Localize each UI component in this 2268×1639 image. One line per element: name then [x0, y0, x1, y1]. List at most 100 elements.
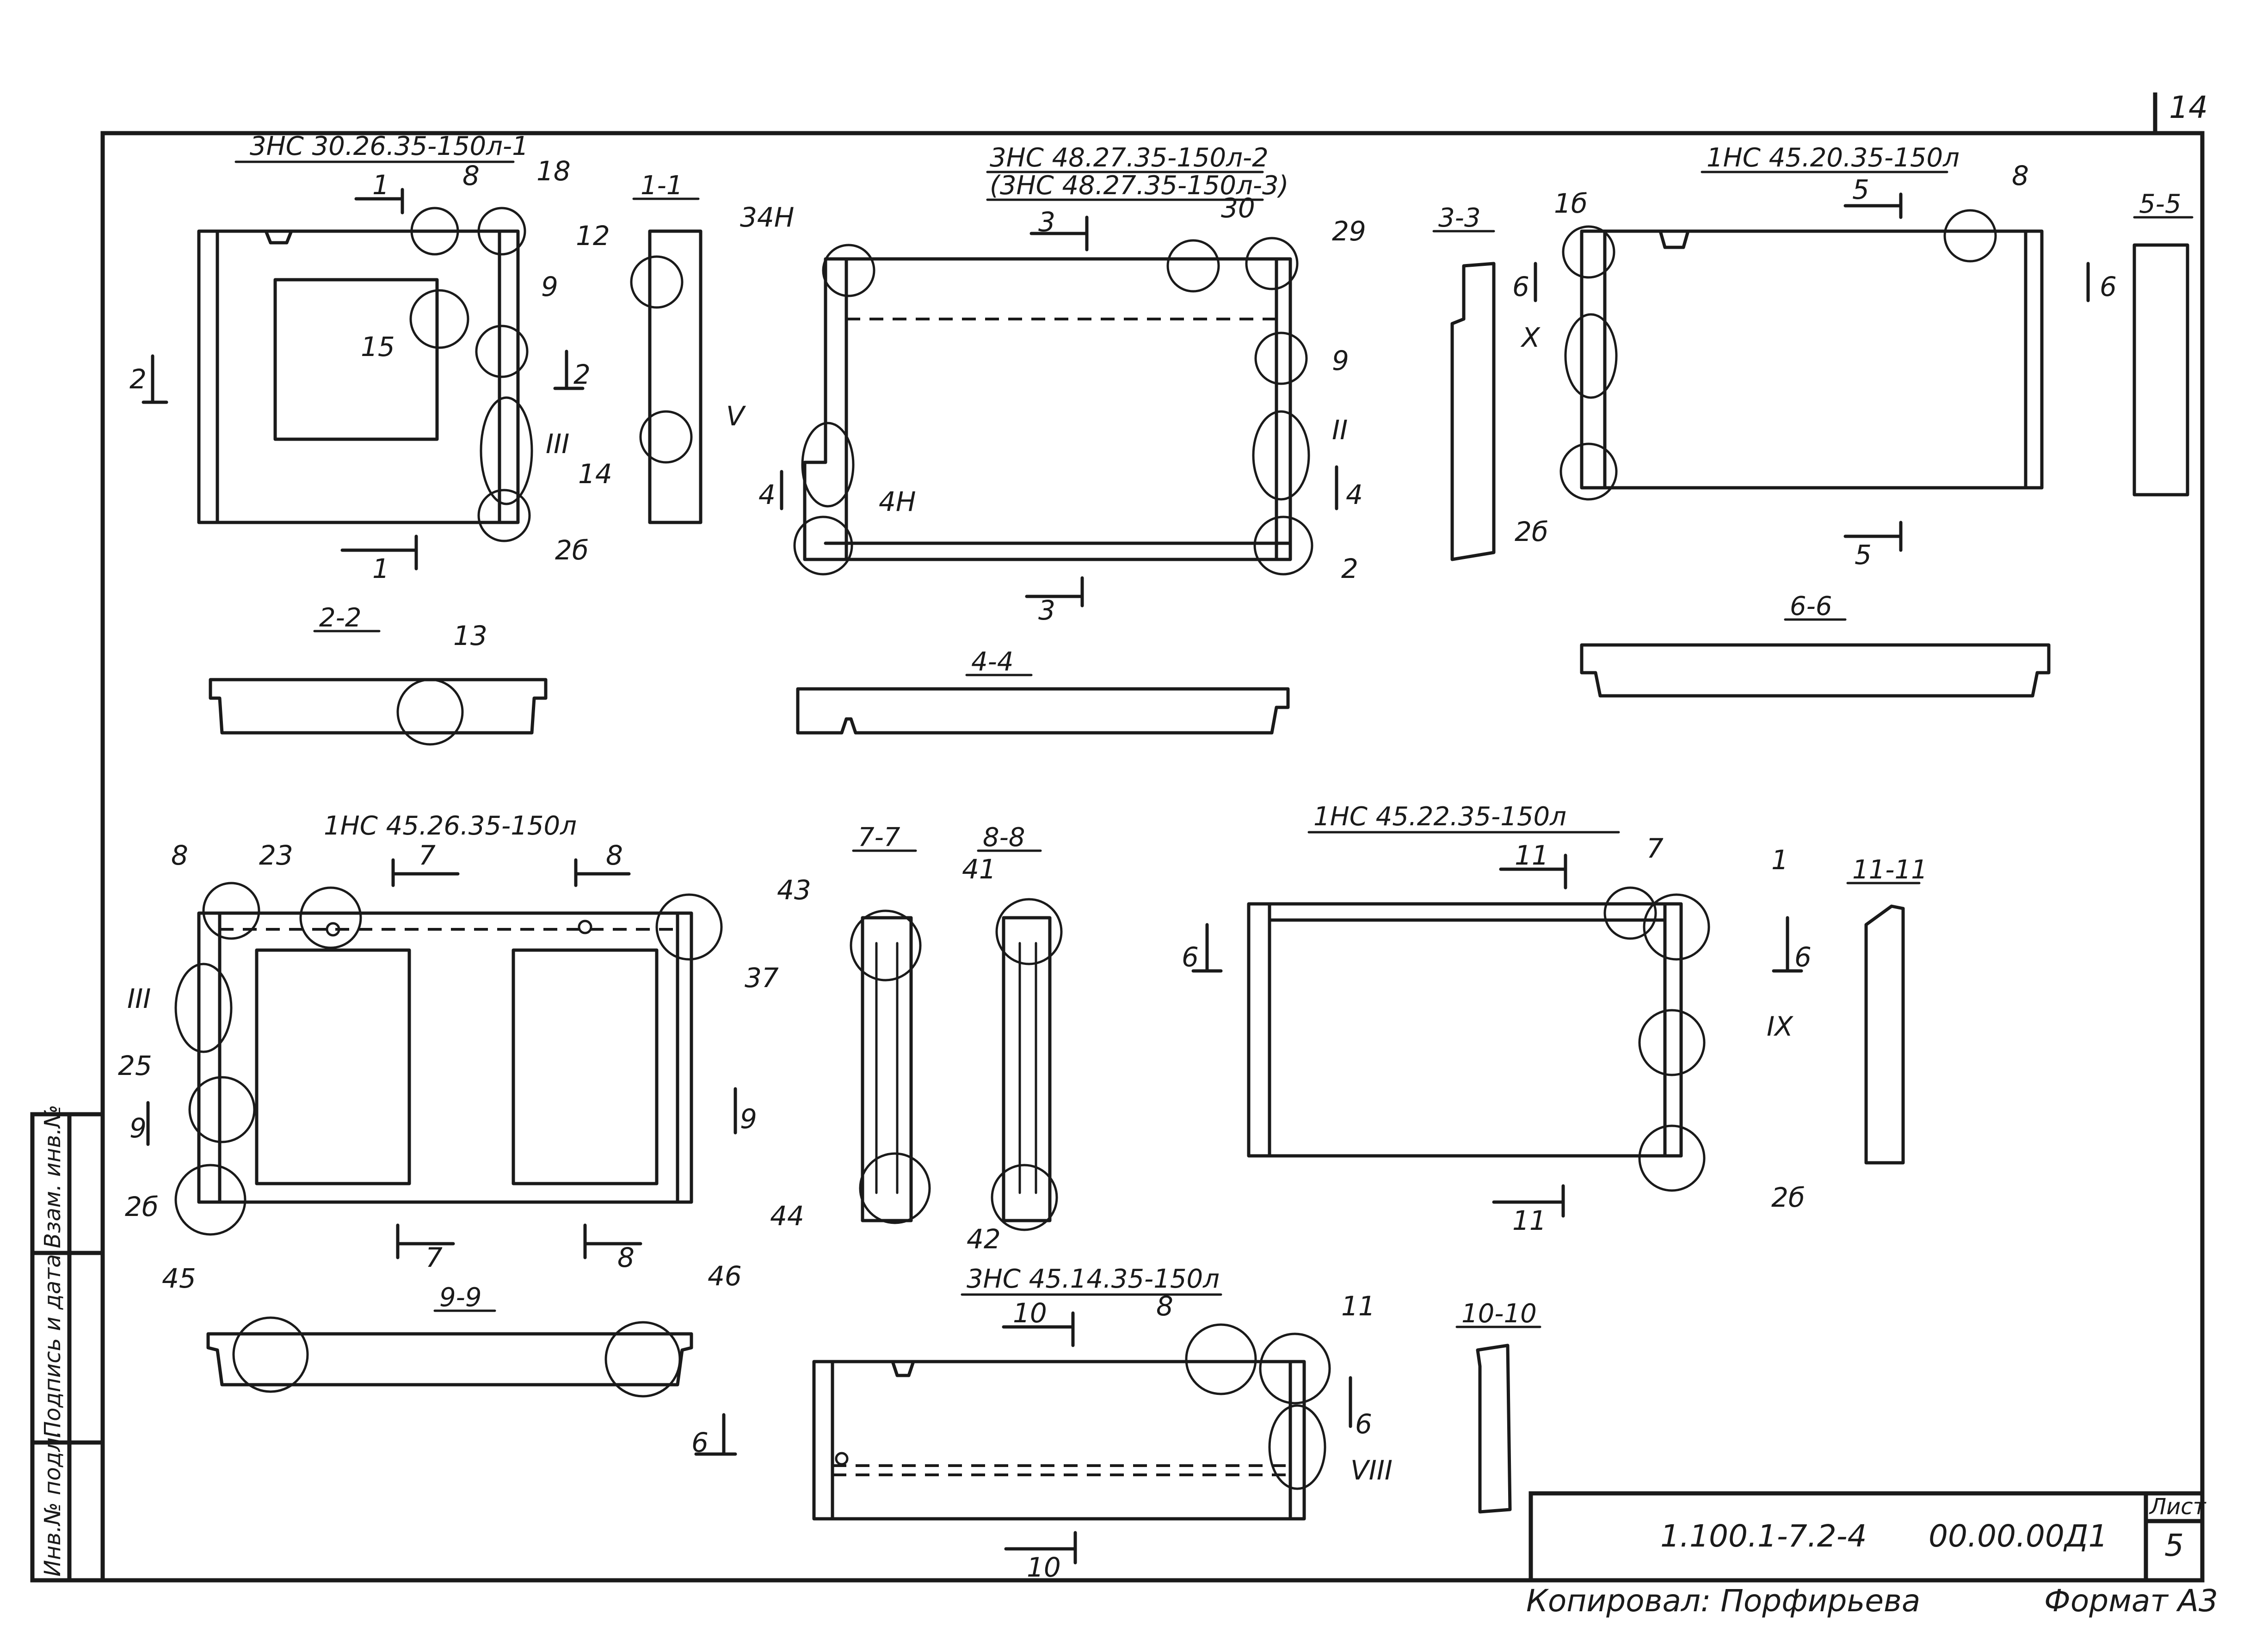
section-4-4-label: 4-4 — [971, 647, 1013, 677]
section-5-5: 5-5 — [2132, 189, 2194, 497]
callout-45: 45 — [162, 1263, 196, 1294]
callout-23: 23 — [259, 840, 293, 871]
roman-3: III — [546, 428, 569, 460]
section-6-6: 6-6 — [1580, 591, 2051, 698]
cut-6-left: 6 — [1512, 271, 1529, 302]
panel-3ns-45-14: 3НС 45.14.35-150л 8 11 VIII 10 10 6 — [812, 1264, 1393, 1583]
cut-5-bottom: 5 — [1855, 539, 1872, 571]
panel-title: 3НС 30.26.35-150л-1 — [250, 131, 529, 161]
sheet-label: Лист — [2149, 1494, 2207, 1520]
roman-10: X — [1520, 322, 1541, 353]
callout-14: 14 — [578, 458, 612, 490]
panel-3ns-48-27: 3НС 48.27.35-150л-2 (3НС 48.27.35-150л-3… — [726, 143, 1366, 626]
section-7-7: 7-7 43 44 — [770, 823, 931, 1232]
callout-11: 11 — [1341, 1290, 1375, 1322]
section-2-2-label: 2-2 — [319, 603, 361, 633]
section-4-4: 4-4 — [796, 647, 1290, 735]
cut-4-left: 4 — [758, 479, 776, 510]
cut-6-left: 6 — [1182, 941, 1199, 973]
panel-title: 1НС 45.22.35-150л — [1313, 802, 1566, 832]
sheet-frame — [100, 131, 2205, 1583]
callout-30: 30 — [1221, 192, 1255, 224]
panel-title: 3НС 48.27.35-150л-2 — [990, 143, 1269, 173]
cut-10-top: 10 — [1013, 1297, 1047, 1329]
section-7-7-label: 7-7 — [858, 823, 900, 853]
cut-1-top: 1 — [372, 169, 389, 201]
roman-5: V — [726, 400, 746, 432]
callout-43: 43 — [777, 874, 811, 906]
page-number: 14 — [2169, 90, 2208, 125]
callout-46: 46 — [708, 1260, 742, 1292]
section-6-6-label: 6-6 — [1790, 591, 1832, 621]
section-9-9-label: 9-9 — [439, 1283, 481, 1313]
stamp-inv-podl: Инв.№ подл. — [40, 1430, 66, 1577]
drawing-code: 00.00.00Д1 — [1929, 1518, 2108, 1554]
document-code: 1.100.1-7.2-4 — [1660, 1518, 1867, 1554]
cut-9-right: 9 — [740, 1103, 757, 1135]
callout-42: 42 — [967, 1223, 1001, 1255]
roman-9: IX — [1767, 1011, 1793, 1042]
section-11-11-label: 11-11 — [1852, 855, 1928, 885]
copied-by: Копировал: Порфирьева — [1526, 1583, 1920, 1619]
title-block: Лист 5 1.100.1-7.2-4 00.00.00Д1 — [1528, 1491, 2207, 1583]
cut-10-bottom: 10 — [1027, 1552, 1061, 1583]
callout-25: 25 — [118, 1050, 152, 1081]
callout-8: 8 — [462, 160, 480, 191]
callout-2b: 2б — [555, 534, 589, 566]
paper-format: Формат А3 — [2044, 1583, 2218, 1619]
cut-1-bottom: 1 — [372, 553, 389, 584]
callout-2b: 2б — [1515, 516, 1548, 547]
section-2-2: 2-2 13 — [209, 603, 548, 746]
cut-6-right: 6 — [1355, 1408, 1372, 1440]
callout-34n: 34Н — [740, 202, 794, 233]
callout-2b: 2б — [1771, 1182, 1805, 1213]
callout-8: 8 — [2012, 160, 2029, 191]
section-5-5-label: 5-5 — [2139, 189, 2181, 219]
cut-2-right: 2 — [573, 359, 591, 390]
section-1-1-label: 1-1 — [641, 171, 683, 201]
panel-title: 1НС 45.26.35-150л — [324, 811, 577, 841]
callout-1b: 1б — [1554, 188, 1588, 219]
callout-37: 37 — [745, 962, 779, 994]
sheet-number: 5 — [2164, 1528, 2184, 1563]
callout-8: 8 — [1156, 1290, 1173, 1322]
section-10-10: 10-10 — [1455, 1299, 1541, 1514]
side-stamp: Инв.№ подл. Подпись и дата Взам. инв.№ — [30, 1105, 105, 1583]
section-3-3: 3-3 — [1432, 203, 1496, 561]
section-8-8-label: 8-8 — [983, 823, 1025, 853]
cut-8-top: 8 — [606, 840, 623, 871]
callout-29: 29 — [1332, 215, 1366, 247]
section-8-8: 8-8 41 42 — [962, 823, 1063, 1255]
roman-8: VIII — [1350, 1455, 1393, 1486]
section-11-11: 11-11 — [1846, 855, 1928, 1165]
cut-6-right: 6 — [1794, 941, 1812, 973]
cut-4-right: 4 — [1346, 479, 1363, 510]
callout-12: 12 — [576, 220, 610, 252]
callout-9: 9 — [541, 271, 558, 302]
section-9-9: 9-9 45 46 6 — [162, 1260, 742, 1458]
section-1-1: 1-1 12 14 — [576, 171, 703, 524]
callout-13: 13 — [453, 620, 487, 651]
panel-1ns-45-26: 1НС 45.26.35-150л 8 23 8 7 37 III 25 9 9… — [118, 811, 779, 1273]
panel-title: 1НС 45.20.35-150л — [1707, 143, 1960, 173]
cut-8-bottom: 8 — [617, 1242, 635, 1273]
stamp-vzam-inv: Взам. инв.№ — [40, 1105, 66, 1248]
cut-9-left: 9 — [129, 1112, 147, 1144]
cut-2-left: 2 — [129, 363, 147, 395]
callout-18: 18 — [536, 155, 571, 187]
cut-11-top: 11 — [1515, 840, 1549, 871]
cut-6-right: 6 — [2100, 271, 2117, 302]
callout-2: 2 — [1341, 553, 1358, 584]
panel-3ns-30-26: 3НС 30.26.35-150л-1 8 18 9 15 III 2б 1 1… — [129, 131, 591, 584]
callout-2b: 2б — [125, 1191, 159, 1222]
callout-8: 8 — [171, 840, 188, 871]
callout-1: 1 — [1771, 844, 1788, 876]
panel-1ns-45-22: 1НС 45.22.35-150л 7 1 IX 2б 11 11 6 6 — [1182, 802, 1812, 1236]
callout-4n: 4Н — [879, 486, 916, 517]
panel-1ns-45-20: 1НС 45.20.35-150л 1б 8 X 2б 5 5 6 6 — [1512, 143, 2117, 571]
callout-9: 9 — [1332, 345, 1349, 376]
panel-title: 3НС 45.14.35-150л — [967, 1264, 1220, 1294]
cut-7-bottom: 7 — [425, 1242, 443, 1273]
roman-3: III — [127, 983, 151, 1014]
